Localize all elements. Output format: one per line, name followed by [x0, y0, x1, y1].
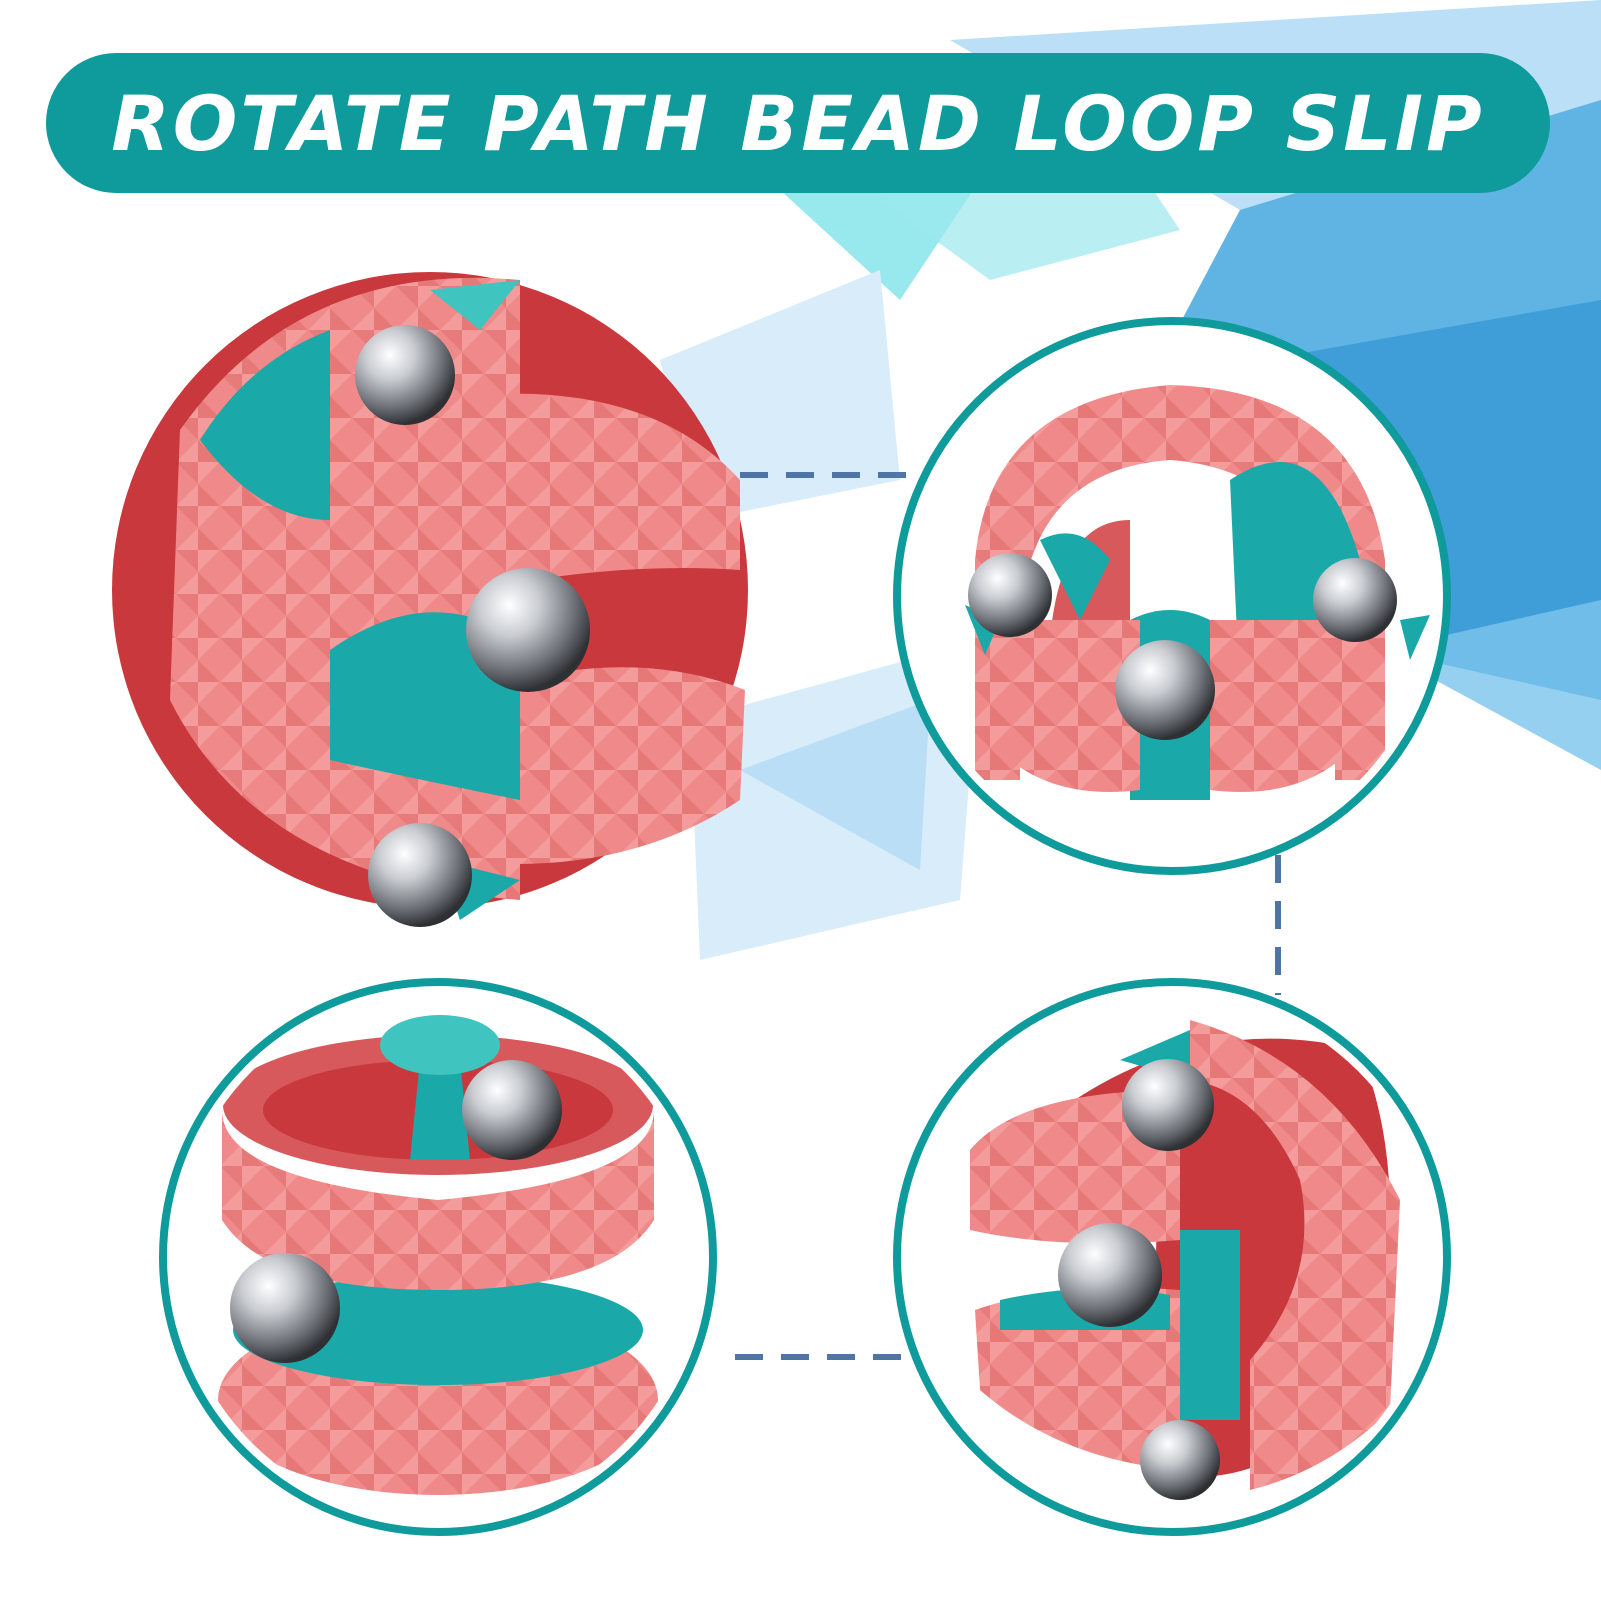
stacked-rings-ball-icon — [218, 1015, 658, 1495]
rotated-view-frame — [893, 978, 1451, 1536]
banner-title: ROTATE PATH BEAD LOOP SLIP — [111, 78, 1485, 168]
side-view-frame — [893, 317, 1451, 875]
stacked-view-frame — [159, 978, 717, 1536]
side-view-ball-icon — [965, 385, 1430, 800]
title-banner: ROTATE PATH BEAD LOOP SLIP — [46, 53, 1550, 193]
rotated-ball-icon — [970, 1020, 1400, 1500]
orbit-fidget-ball-icon — [112, 272, 748, 927]
dashed-connectors — [735, 472, 1281, 1360]
